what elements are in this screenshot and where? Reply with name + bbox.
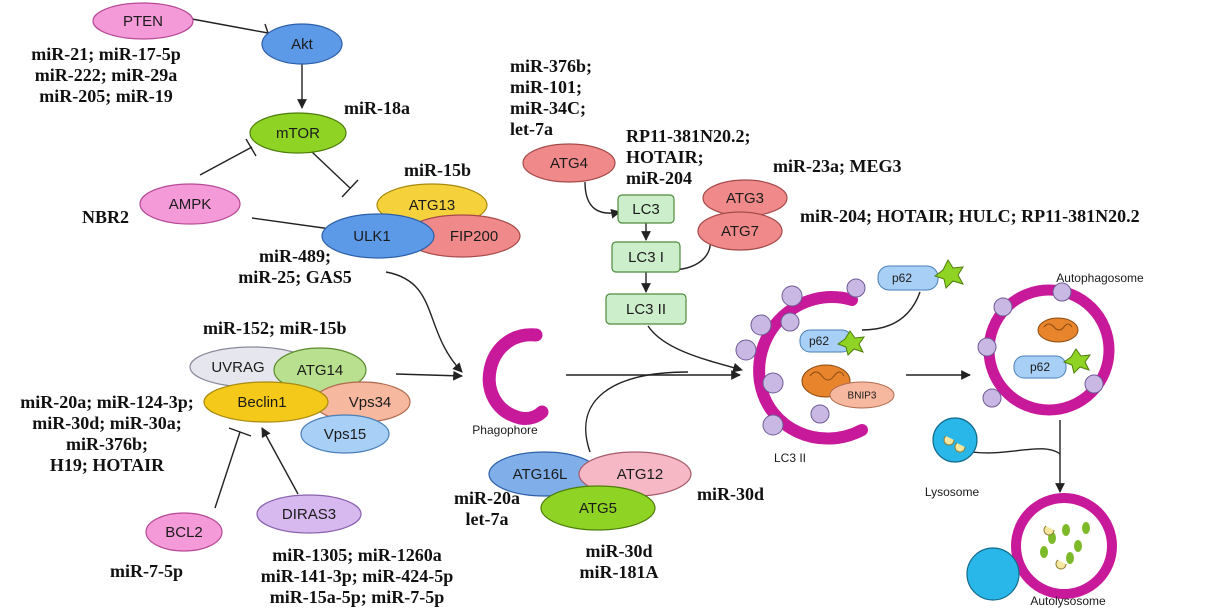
lysosome: Lysosome [925, 417, 980, 499]
lc3i-box: LC3 I [611, 241, 681, 273]
mtor-mirna-label: miR-18a [344, 98, 410, 118]
atg5-node [540, 485, 656, 531]
vps15-node [300, 414, 390, 454]
bcl2-node: BCL2 [145, 512, 223, 552]
beclin1-label: Beclin1 [237, 394, 286, 411]
lc3-mirna-label: RP11-381N20.2; HOTAIR; miR-204 [626, 126, 751, 188]
lc3ii-vesicle-label: LC3 II [774, 451, 806, 465]
atg7-node: ATG7 [697, 211, 783, 251]
ampk-label: AMPK [169, 196, 212, 213]
diras3-label: DIRAS3 [282, 506, 336, 523]
atg4-lc3-arrow [584, 181, 621, 219]
diras3-node: DIRAS3 [256, 494, 362, 534]
ulk1-label: ULK1 [353, 228, 391, 245]
diras3-mirna-label: miR-1305; miR-1260a miR-141-3p; miR-424-… [260, 545, 454, 607]
atg14-label: ATG14 [297, 362, 343, 379]
uvrag-label: UVRAG [211, 359, 264, 376]
pten-mirna-label: miR-21; miR-17-5p miR-222; miR-29a miR-2… [31, 44, 181, 106]
atg13-label: ATG13 [409, 197, 455, 214]
pten-akt-inhibit [191, 18, 269, 34]
bcl2-label: BCL2 [165, 524, 203, 541]
autolysosome: Autolysosome [966, 493, 1117, 608]
atg4-mirna-label: miR-376b; miR-101; miR-34C; let-7a [510, 56, 592, 139]
atg7-mirna-label: miR-204; HOTAIR; HULC; RP11-381N20.2 [800, 206, 1140, 226]
atg5-mirna-label: miR-30d miR-181A [579, 541, 659, 582]
bcl2-beclin-inhibit [214, 431, 241, 509]
ulk-complex: ATG13 FIP200 ULK1 [321, 183, 521, 259]
beclin1-node [203, 381, 329, 423]
p62-free: p62 [877, 258, 965, 291]
lc3ii-vesicle: p62 BNIP3 LC3 II [735, 278, 895, 465]
connectors [191, 18, 1065, 509]
mtor-ulk-inhibit [311, 151, 351, 189]
lysosome-curve [961, 448, 1061, 455]
phagophore: Phagophore [472, 328, 549, 437]
atg4-label: ATG4 [550, 155, 588, 172]
p62-free-label: p62 [892, 271, 912, 285]
p62-lc3-label: p62 [809, 334, 829, 348]
ulk1-node [321, 213, 435, 259]
p62-auto-label: p62 [1030, 360, 1050, 374]
lc3ii-label: LC3 II [626, 301, 666, 318]
lc3ii-vesicle-arrow [647, 325, 743, 373]
pten-label: PTEN [123, 13, 163, 30]
atg12-mirna-label: miR-30d [697, 484, 764, 504]
atg14-mirna-label: miR-152; miR-15b [203, 318, 347, 338]
atg4-node: ATG4 [522, 143, 616, 183]
ampk-node: AMPK [139, 183, 241, 225]
ulk1-mirna-label: miR-489; miR-25; GAS5 [238, 246, 352, 287]
autolysosome-label: Autolysosome [1030, 594, 1106, 608]
lysosome-label: Lysosome [925, 485, 980, 499]
bnip3-label: BNIP3 [848, 391, 877, 402]
beclin-phagophore-arrow [395, 370, 463, 381]
atg16l-label: ATG16L [513, 466, 568, 483]
atg3-mirna-label: miR-23a; MEG3 [773, 156, 902, 176]
autophagosome: p62 Autophagosome [977, 271, 1144, 416]
atg5-label: ATG5 [579, 500, 617, 517]
pten-node: PTEN [92, 2, 194, 40]
fip200-label: FIP200 [450, 228, 498, 245]
ulk-phagophore-arrow [385, 271, 463, 373]
atg16l-mirna-label: miR-20a let-7a [454, 488, 520, 529]
atg12-label: ATG12 [617, 466, 663, 483]
bcl2-mirna-label: miR-7-5p [110, 561, 183, 581]
vps15-label: Vps15 [324, 426, 367, 443]
atg7-label: ATG7 [721, 223, 759, 240]
phagophore-label: Phagophore [472, 423, 538, 437]
p62-curve [861, 291, 921, 331]
beclin-mirna-label: miR-20a; miR-124-3p; miR-30d; miR-30a; m… [20, 392, 194, 475]
vps34-label: Vps34 [349, 394, 392, 411]
lc3i-label: LC3 I [628, 249, 664, 266]
autophagosome-label: Autophagosome [1056, 271, 1144, 285]
lc3-box: LC3 [617, 194, 675, 224]
atg5-complex: ATG16L ATG12 ATG5 [488, 451, 692, 531]
ampk-mtor-inhibit [199, 146, 253, 176]
beclin-complex: UVRAG ATG14 Vps34 Beclin1 Vps15 [189, 346, 411, 454]
mtor-label: mTOR [276, 125, 320, 142]
atg3-label: ATG3 [726, 190, 764, 207]
nbr2-label: NBR2 [82, 207, 130, 227]
atg13-mirna-label: miR-15b [404, 160, 471, 180]
lc3ii-box: LC3 II [605, 293, 687, 325]
diras3-beclin-arrow [261, 427, 299, 495]
akt-label: Akt [291, 36, 314, 53]
mtor-node: mTOR [249, 112, 347, 154]
akt-node: Akt [261, 23, 343, 65]
ampk-ulk-arrow [251, 217, 339, 234]
atg5-complex-curve [585, 371, 689, 453]
lc3-label: LC3 [632, 201, 660, 218]
